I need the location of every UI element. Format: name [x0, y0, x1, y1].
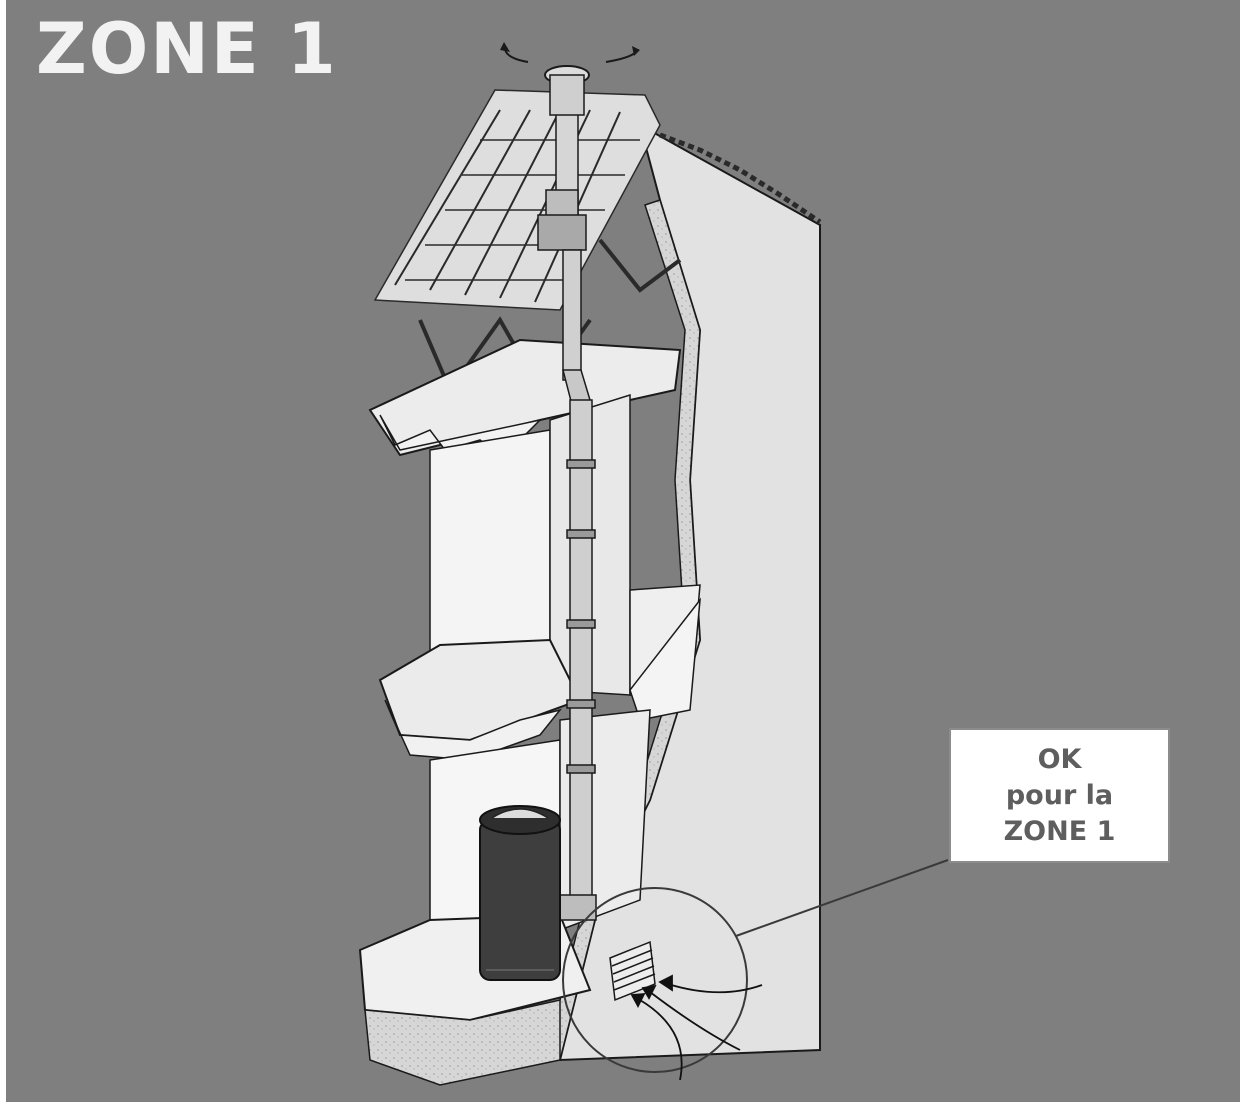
rotating-cowl-arrows-icon	[500, 42, 640, 116]
airflow-arrows-icon	[630, 974, 763, 1081]
air-inlet-vent-icon	[609, 940, 656, 1002]
flue-pipe	[537, 109, 597, 921]
callout-line-ok: OK	[1037, 743, 1082, 775]
roof-framework	[373, 89, 682, 395]
air-inlet-detail-circle	[562, 859, 949, 1073]
bottom-border	[0, 1102, 1240, 1112]
wood-stove	[479, 805, 561, 981]
left-border	[0, 0, 6, 1112]
middle-floor-slab	[378, 597, 701, 761]
callout-leader-line	[735, 859, 949, 937]
callout-box: OK pour la ZONE 1	[949, 728, 1170, 863]
callout-line-pour-la: pour la	[1005, 779, 1114, 811]
callout-line-zone: ZONE 1	[1003, 815, 1116, 847]
zone-title: ZONE 1	[36, 8, 338, 90]
